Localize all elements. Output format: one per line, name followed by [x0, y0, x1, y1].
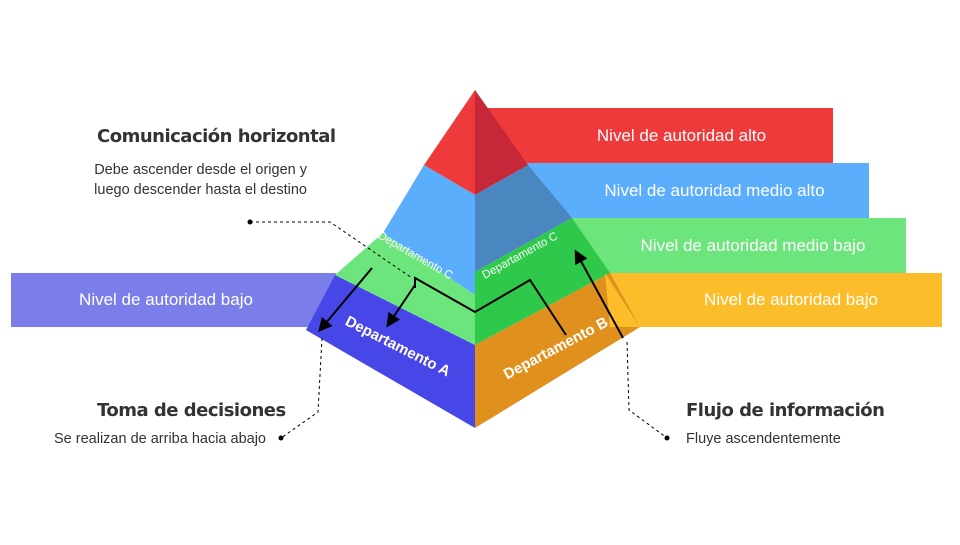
decision-arrow — [318, 267, 373, 333]
band-alto — [475, 108, 833, 163]
band-label-medio-bajo: Nivel de autoridad medio bajo — [640, 235, 866, 255]
horizontal-comm-path — [414, 276, 567, 336]
info-arrow — [574, 249, 624, 339]
horizontal-connector-dot — [247, 219, 253, 225]
pyramid-blue-right — [475, 165, 572, 272]
horizontal-comm-line2: luego descender hasta el destino — [94, 182, 307, 198]
pyramid-green-left — [335, 233, 475, 345]
flujo-title: Flujo de información — [686, 400, 885, 421]
pyramid-top-left — [424, 90, 475, 195]
band-bajo-left — [11, 273, 336, 327]
band-label-bajo-right: Nivel de autoridad bajo — [704, 290, 878, 309]
band-medio-bajo — [570, 218, 906, 273]
band-label-medio-alto: Nivel de autoridad medio alto — [604, 180, 825, 200]
horizontal-comm-title: Comunicación horizontal — [97, 126, 336, 147]
pyramid-blue-left — [383, 165, 475, 295]
flujo-connector-dot — [664, 435, 670, 441]
pyramid-yellow-tip — [605, 273, 640, 327]
horizontal-comm-line1: Debe ascender desde el origen y — [94, 162, 307, 178]
pyramid-dept-b — [475, 273, 640, 428]
horizontal-connector — [250, 221, 413, 279]
decisiones-connector-dot — [278, 435, 284, 441]
decisiones-desc: Se realizan de arriba hacia abajo — [54, 431, 266, 447]
band-bajo-right — [605, 273, 942, 327]
decisiones-title: Toma de decisiones — [97, 400, 286, 421]
decisiones-connector — [280, 337, 323, 439]
band-label-bajo-left: Nivel de autoridad bajo — [79, 290, 253, 309]
pyramid-dept-a — [306, 275, 475, 428]
c-to-a-arrow — [386, 284, 416, 328]
pyramid-top-right — [475, 90, 528, 195]
flujo-connector — [626, 341, 668, 439]
band-label-alto: Nivel de autoridad alto — [596, 125, 767, 145]
flujo-desc: Fluye ascendentemente — [686, 431, 841, 447]
band-medio-alto — [520, 163, 869, 218]
